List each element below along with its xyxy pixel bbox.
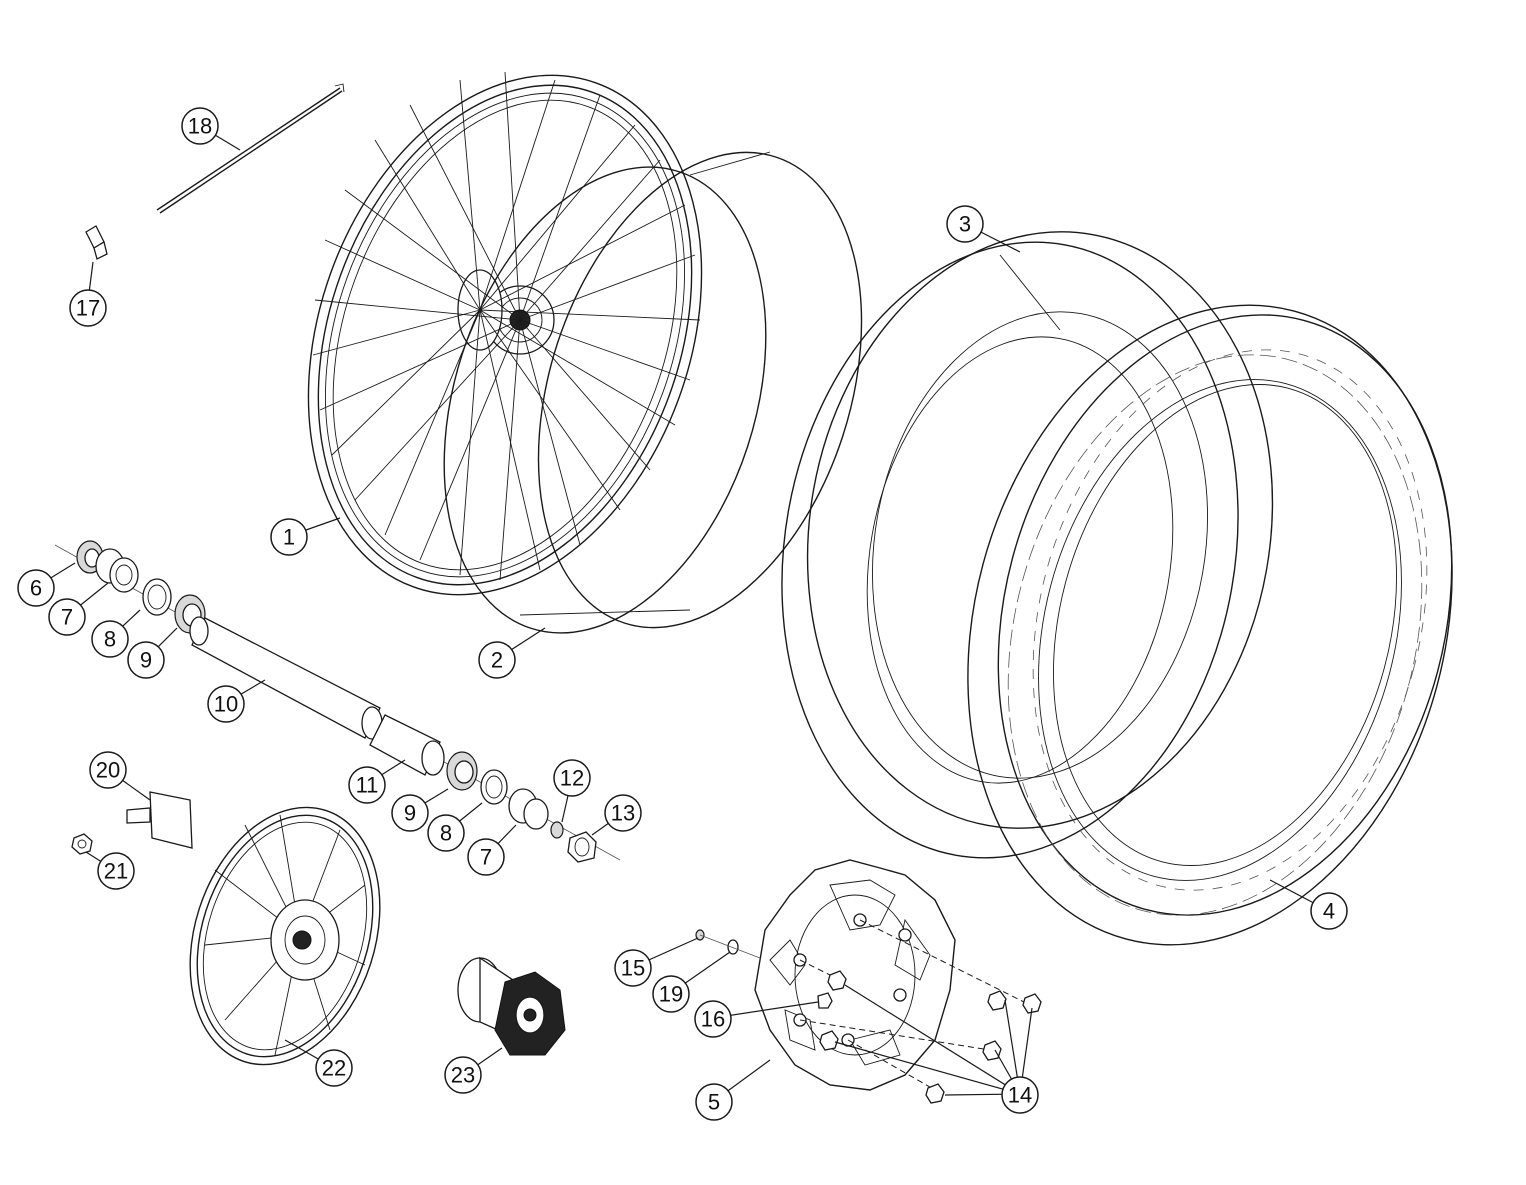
callout-label: 15: [621, 956, 645, 981]
callout-label: 13: [611, 801, 635, 826]
callout-7: 7: [467, 838, 505, 876]
callout-label: 3: [959, 212, 971, 237]
callout-label: 12: [560, 766, 584, 791]
callout-label: 18: [188, 114, 212, 139]
callout-label: 9: [404, 801, 416, 826]
callout-5: 5: [695, 1083, 733, 1121]
callout-11: 11: [348, 766, 386, 804]
callout-label: 7: [480, 845, 492, 870]
callout-8: 8: [427, 814, 465, 852]
callout-8: 8: [91, 620, 129, 658]
callout-13: 13: [604, 794, 642, 832]
callout-12: 12: [553, 759, 591, 797]
callout-3: 3: [946, 205, 984, 243]
callout-16: 16: [694, 1000, 732, 1038]
tire-part: [967, 304, 1453, 946]
spoke-nipple-part: [85, 225, 108, 260]
callout-label: 22: [322, 1056, 346, 1081]
callout-18: 18: [181, 107, 219, 145]
callout-label: 17: [76, 296, 100, 321]
callout-label: 1: [283, 525, 295, 550]
callout-21: 21: [97, 852, 135, 890]
spoke-part: [156, 83, 345, 214]
inner-tube-part: [781, 231, 1274, 859]
callout-label: 8: [104, 627, 116, 652]
callout-7: 7: [48, 598, 86, 636]
callout-15: 15: [614, 949, 652, 987]
brake-disc-part: [754, 859, 956, 1091]
callout-label: 19: [659, 982, 683, 1007]
rim-lock-nut-part: [71, 833, 93, 855]
callout-label: 10: [214, 692, 238, 717]
callout-label: 2: [491, 648, 503, 673]
callout-23: 23: [444, 1056, 482, 1094]
rim-lock-part: [126, 791, 193, 849]
disc-bolts-part: [799, 919, 1042, 1104]
callout-2: 2: [478, 641, 516, 679]
callout-9: 9: [127, 641, 165, 679]
hub-part: [457, 956, 566, 1056]
callout-6: 6: [17, 569, 55, 607]
callout-1: 1: [270, 518, 308, 556]
callout-label: 4: [1323, 899, 1335, 924]
callout-20: 20: [89, 751, 127, 789]
callout-19: 19: [652, 975, 690, 1013]
leader-lines: [35, 125, 1330, 1102]
callout-label: 20: [96, 758, 120, 783]
axle-assembly-part: [54, 540, 621, 863]
callout-label: 14: [1008, 1083, 1032, 1108]
callout-label: 7: [61, 605, 73, 630]
callout-17: 17: [69, 289, 107, 327]
callout-label: 16: [701, 1007, 725, 1032]
callout-label: 8: [440, 821, 452, 846]
small-fasteners-part: [695, 929, 833, 1009]
callout-10: 10: [207, 685, 245, 723]
callout-label: 23: [451, 1063, 475, 1088]
callout-label: 9: [140, 648, 152, 673]
callout-22: 22: [315, 1049, 353, 1087]
callout-label: 11: [356, 773, 379, 798]
callout-4: 4: [1310, 892, 1348, 930]
callout-label: 5: [708, 1090, 720, 1115]
callout-label: 21: [104, 859, 128, 884]
rim-band-part: [443, 151, 863, 634]
callout-9: 9: [391, 794, 429, 832]
complete-wheel-part: [189, 806, 381, 1066]
callout-14: 14: [1001, 1076, 1039, 1114]
callout-label: 6: [30, 576, 42, 601]
